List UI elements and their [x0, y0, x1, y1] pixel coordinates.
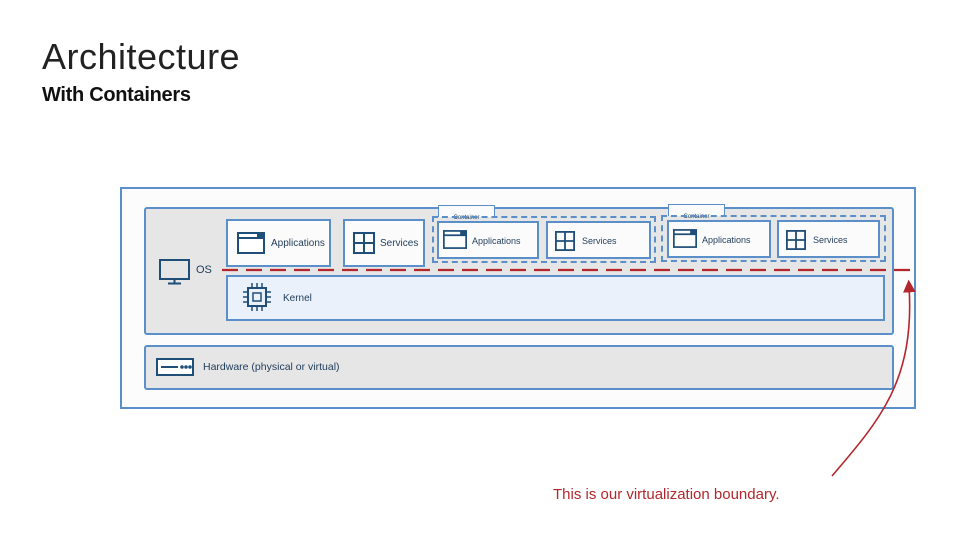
windows-logo-icon [786, 230, 806, 250]
cpu-chip-icon [243, 283, 271, 311]
hardware-panel [144, 345, 894, 390]
container-2-tab-label: Container [683, 214, 710, 220]
app-window-icon [237, 232, 265, 254]
container-1-tab-label: Container [453, 215, 480, 221]
kernel-panel [226, 275, 885, 321]
kernel-label: Kernel [283, 293, 312, 304]
windows-logo-icon [555, 231, 575, 251]
container-1-services-box [546, 221, 651, 259]
app-window-icon [673, 229, 697, 248]
container-2-services-label: Services [813, 235, 848, 245]
container-2-outline [661, 215, 886, 262]
container-2-services-box [777, 220, 880, 258]
container-1-tab: Container [438, 205, 495, 221]
host-applications-label: Applications [271, 238, 325, 249]
app-window-icon [443, 230, 467, 249]
hardware-server-icon [156, 358, 194, 376]
monitor-icon [159, 259, 190, 285]
hardware-label: Hardware (physical or virtual) [203, 361, 340, 373]
host-services-label: Services [380, 238, 419, 249]
os-label: OS [196, 264, 212, 276]
container-1-applications-label: Applications [472, 236, 521, 246]
slide-title: Architecture [42, 36, 241, 77]
boundary-callout-arrow [831, 279, 916, 477]
container-1-services-label: Services [582, 236, 617, 246]
container-2-tab: Container [668, 204, 725, 220]
slide-subtitle: With Containers [42, 84, 191, 106]
container-2-applications-label: Applications [702, 235, 751, 245]
boundary-note: This is our virtualization boundary. [553, 486, 780, 503]
host-services-box [343, 219, 425, 267]
windows-logo-icon [353, 232, 375, 254]
container-1-outline [432, 216, 656, 263]
